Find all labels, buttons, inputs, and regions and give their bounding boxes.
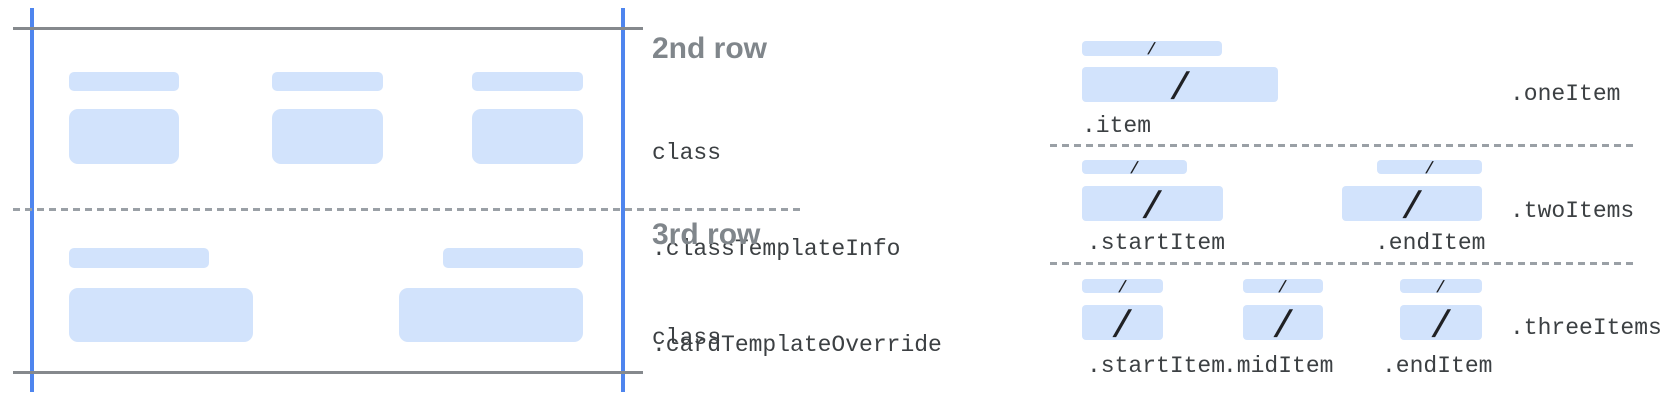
three-items-end-value-bar: /	[1400, 302, 1482, 343]
three-items-end-label-bar: /	[1400, 276, 1482, 295]
row2-heading: 2nd row	[652, 32, 768, 65]
row-divider-dashed-line	[13, 208, 801, 211]
slash-icon: /	[1270, 302, 1296, 343]
slash-icon: /	[1129, 157, 1141, 176]
two-items-start-value-bar: /	[1082, 183, 1223, 224]
three-items-template-name: .threeItems	[1510, 315, 1662, 341]
slash-icon: /	[1117, 276, 1129, 295]
row2-field2-value-placeholder	[272, 109, 383, 164]
row2-class-path: class .classTemplateInfo .cardTemplateOv…	[652, 73, 983, 412]
row2-path-line-template: .classTemplateInfo	[652, 236, 901, 262]
one-item-label-bar: /	[1082, 39, 1222, 57]
row2-field3-value-placeholder	[472, 109, 583, 164]
two-items-end-value-bar: /	[1342, 183, 1482, 224]
template-divider-dashed-line	[1050, 262, 1636, 265]
three-items-mid-item-label: .midItem	[1223, 353, 1334, 379]
two-items-template-name: .twoItems	[1510, 198, 1635, 224]
row2-field1-value-placeholder	[69, 109, 179, 164]
slash-icon: /	[1140, 183, 1165, 224]
three-items-mid-value-bar: /	[1243, 302, 1323, 343]
one-item-item-label: .item	[1082, 113, 1152, 139]
card-left-edge-line	[30, 8, 34, 392]
three-items-start-value-bar: /	[1082, 302, 1163, 343]
row2-field1-label-placeholder	[69, 72, 179, 91]
row2-path-line-override: .cardTemplateOverride	[652, 332, 942, 358]
row3-path-line-class: class	[652, 325, 722, 351]
card-right-edge-line	[621, 8, 625, 392]
row3-field2-label-placeholder	[443, 248, 583, 268]
slash-icon: /	[1399, 183, 1425, 224]
slash-icon: /	[1167, 64, 1193, 105]
three-items-start-item-label: .startItem	[1087, 353, 1226, 379]
row2-field2-label-placeholder	[272, 72, 383, 91]
row3-field1-label-placeholder	[69, 248, 209, 268]
slash-icon: /	[1110, 302, 1135, 343]
row2-path-line-class: class	[652, 140, 722, 166]
row3-field1-value-placeholder	[69, 288, 253, 342]
three-items-start-label-bar: /	[1082, 276, 1163, 295]
slash-icon: /	[1277, 276, 1289, 295]
row3-class-path: class .classTemplateInfo .cardTemplateOv…	[652, 258, 983, 412]
row3-heading: 3rd row	[652, 218, 761, 251]
two-items-start-item-label: .startItem	[1087, 230, 1226, 256]
row2-field3-label-placeholder	[472, 72, 583, 91]
slash-icon: /	[1424, 157, 1436, 176]
slash-icon: /	[1146, 39, 1158, 57]
card-bottom-border-line	[13, 371, 643, 374]
two-items-end-label-bar: /	[1377, 157, 1482, 176]
one-item-value-bar: /	[1082, 64, 1278, 105]
two-items-end-item-label: .endItem	[1375, 230, 1486, 256]
slash-icon: /	[1428, 302, 1454, 343]
row3-field2-value-placeholder	[399, 288, 583, 342]
card-top-border-line	[13, 27, 643, 30]
three-items-end-item-label: .endItem	[1382, 353, 1493, 379]
one-item-template-name: .oneItem	[1510, 81, 1621, 107]
three-items-mid-label-bar: /	[1243, 276, 1323, 295]
two-items-start-label-bar: /	[1082, 157, 1187, 176]
slash-icon: /	[1435, 276, 1447, 295]
template-divider-dashed-line	[1050, 144, 1636, 147]
